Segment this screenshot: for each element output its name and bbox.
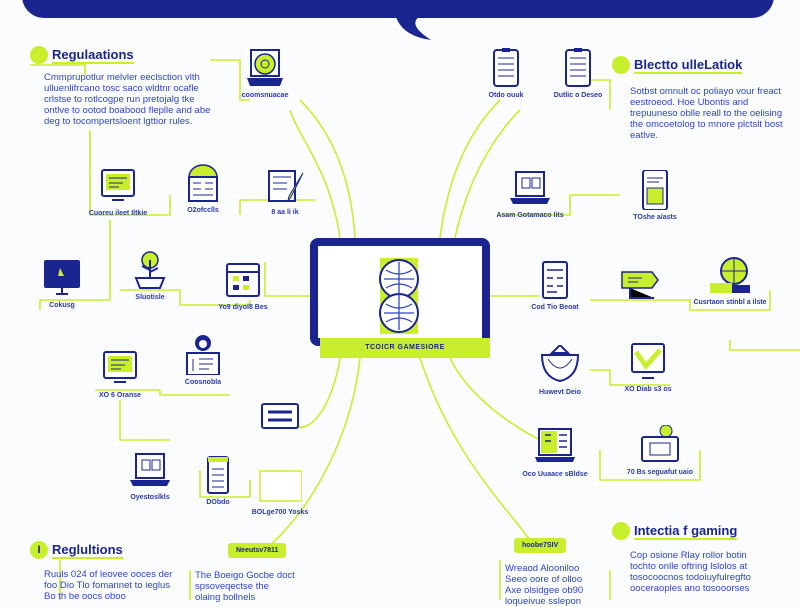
section-body: Sotbst omnult oc poliayo vour freact ees…	[630, 86, 783, 141]
connector	[119, 400, 170, 441]
section-title: Regulaations	[52, 47, 134, 64]
node-label: TOshe a/asts	[633, 214, 677, 221]
connector	[264, 262, 310, 297]
node-label: Dutlic o Deseo	[553, 92, 603, 99]
shield-icon	[540, 345, 580, 383]
tag-pill: Neeutsv7811	[228, 543, 287, 558]
monitor-badge-icon	[641, 425, 679, 462]
document-sun-icon	[188, 164, 218, 202]
monitor-icon	[44, 260, 80, 295]
central-hub: TCOICR GAMESIORE	[310, 238, 490, 358]
note-text: Wreaod Alooniloo Seeo oore of olloo Axe …	[505, 563, 584, 607]
central-label: TCOICR GAMESIORE	[320, 338, 490, 358]
section-body: Cop osione Rlay rollor botin tochto onll…	[630, 550, 751, 594]
connector	[289, 109, 341, 239]
monitor-check-icon	[631, 343, 665, 379]
section-marker	[612, 522, 630, 540]
node-label: 8 aa li ik	[271, 209, 299, 216]
node-label: Cusrtaon stinbl a ilste	[693, 299, 767, 306]
connector	[439, 99, 501, 239]
text-box-icon	[259, 470, 302, 502]
monitor-document-icon	[101, 169, 135, 201]
node-label: Asam Gotamaco lits	[496, 212, 564, 219]
connector	[210, 59, 250, 101]
node-label: coomsnuacae	[241, 92, 289, 99]
panel-icon	[261, 403, 299, 429]
node-label: Yo9 diyol8 Bes	[218, 304, 268, 311]
section-title: Reglultions	[52, 542, 123, 559]
connector	[599, 450, 701, 481]
connector	[449, 357, 541, 441]
connector	[39, 220, 111, 310]
connector	[454, 109, 521, 239]
node-label: Otdo ouuk	[488, 92, 524, 99]
connector	[30, 64, 86, 75]
node-label: Cokusg	[49, 302, 75, 309]
plant-icon	[134, 251, 166, 289]
connector	[120, 289, 251, 306]
node-label: XO Diab s3 os	[624, 386, 672, 393]
section-body: Cmmprupotlur melvler eeclsction vlth ull…	[44, 72, 211, 127]
server-icon	[207, 456, 229, 494]
banner-speech-tail	[395, 14, 431, 40]
laptop-chart-icon	[535, 428, 575, 462]
section-title: Blectto ulleLatiok	[634, 57, 743, 74]
node-label: Sluotisle	[135, 294, 165, 301]
connector	[419, 357, 531, 541]
connector	[89, 130, 171, 216]
checklist-icon	[542, 261, 568, 299]
section-title: Intectia f gaming	[634, 523, 738, 540]
phone-icon	[642, 170, 668, 210]
clipboard-icon	[493, 48, 519, 87]
connector	[95, 389, 230, 396]
sign-icon	[621, 271, 659, 299]
connector	[729, 340, 800, 351]
node-label: Huwevt Deio	[538, 389, 581, 396]
connector	[500, 194, 620, 216]
laptop-icon	[130, 453, 170, 486]
section-marker	[30, 46, 48, 64]
connector	[199, 470, 251, 498]
laptop-shield-icon	[247, 49, 283, 86]
header-banner	[22, 0, 774, 18]
node-label: 70 Bs seguafut uaio	[626, 469, 694, 476]
document-pen-icon	[268, 170, 304, 202]
clipboard-icon	[565, 48, 591, 87]
connector	[269, 357, 361, 546]
node-label: Oco Uuaace sBldse	[522, 471, 588, 478]
node-label: Oyestoslkls	[130, 494, 170, 501]
connector	[590, 290, 771, 311]
calendar-icon	[226, 263, 260, 297]
node-label: XO 6 Oranse	[98, 392, 142, 399]
section-marker	[612, 56, 630, 74]
globe-icon	[379, 258, 419, 334]
section-marker: I	[30, 541, 48, 559]
globe-stand-icon	[710, 257, 750, 293]
node-label: Coosnobla	[184, 379, 222, 386]
tag-pill: hoobe7SIV	[514, 538, 567, 553]
laptop-icon	[510, 171, 550, 204]
note-text: The Boeigo Gocbe doct spsoveqectse the o…	[195, 570, 295, 603]
node-label: O2ofcclls	[187, 207, 219, 214]
profile-card-icon	[186, 335, 220, 375]
connector	[299, 99, 356, 239]
node-label: Cuoreu ileet Iltkie	[88, 210, 148, 217]
section-body: Ruuls 024 of leovee ooces der foo Dio Tl…	[44, 569, 173, 602]
node-label: BOLge700 Yosks	[251, 509, 309, 516]
monitor-document-icon	[103, 351, 137, 383]
node-label: Cod Tio Beoat	[531, 304, 579, 311]
node-label: DObdo	[206, 499, 230, 506]
connector	[590, 369, 670, 386]
connector	[590, 79, 611, 110]
